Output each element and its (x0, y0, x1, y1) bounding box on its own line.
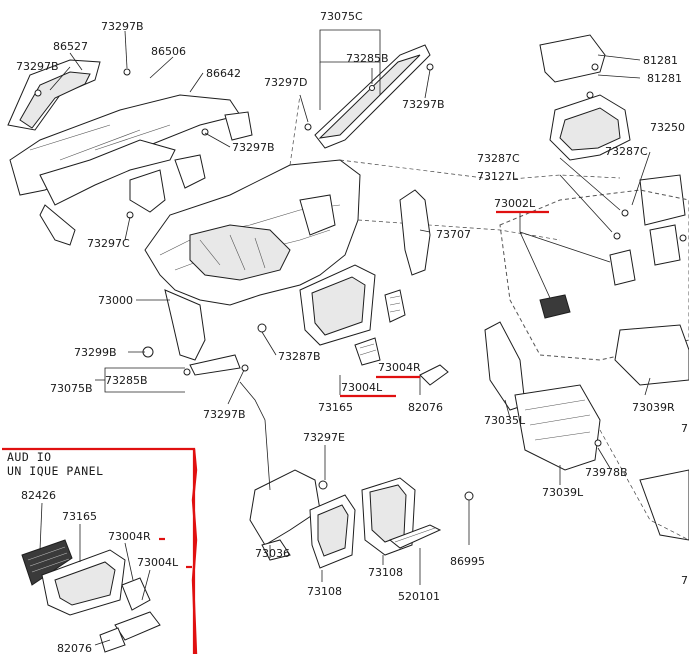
callout-73297D: 73297D (264, 76, 307, 89)
inset-callout-82426: 82426 (21, 489, 56, 502)
callout-73036: 73036 (255, 547, 290, 560)
callout-73035L: 73035L (484, 414, 526, 427)
callout-73000: 73000 (98, 294, 133, 307)
leader-lines (49, 29, 651, 585)
duct-assembly (7, 59, 253, 246)
callout-73127L: 73127L (477, 170, 519, 183)
callout-73285B: 73285B (346, 52, 389, 65)
inset-callout-73004R: 73004R (108, 530, 151, 543)
callout-73004L: 73004L (341, 381, 383, 394)
callout-86527: 86527 (53, 40, 88, 53)
callout-73297B: 73297B (101, 20, 144, 33)
callout-73297C: 73297C (87, 237, 130, 250)
callout-edge-7: 7 (681, 422, 688, 435)
callout-73287B: 73287B (278, 350, 321, 363)
callout-82076: 82076 (408, 401, 443, 414)
callout-73297E: 73297E (303, 431, 345, 444)
callout-73297B: 73297B (232, 141, 275, 154)
callout-73250: 73250 (650, 121, 685, 134)
inset-callout-82076: 82076 (57, 642, 92, 654)
callout-73004R: 73004R (378, 361, 421, 374)
callout-73707: 73707 (436, 228, 471, 241)
callout-labels: 73297B 86527 86506 73297B 86642 73297B 7… (16, 10, 688, 603)
lower-cover (514, 384, 601, 471)
meter-hood-area (499, 34, 689, 386)
callout-73002L: 73002L (494, 197, 536, 210)
audio-unique-panel-inset: AUD IO UN IQUE PANEL 82426 73165 73004R … (2, 447, 198, 654)
trim-rail (304, 44, 434, 149)
instrument-panel (144, 159, 361, 361)
callout-73075C: 73075C (320, 10, 363, 23)
callout-73108: 73108 (307, 585, 342, 598)
side-trim-panel (399, 189, 431, 276)
callout-73978B: 73978B (585, 466, 628, 479)
callout-81281: 81281 (647, 72, 682, 85)
callout-520101: 520101 (398, 590, 440, 603)
callout-73299B: 73299B (74, 346, 117, 359)
lower-center-parts (249, 469, 474, 569)
callout-73165: 73165 (318, 401, 353, 414)
callout-73039L: 73039L (542, 486, 584, 499)
callout-86642: 86642 (206, 67, 241, 80)
inset-callout-73165: 73165 (62, 510, 97, 523)
callout-81281: 81281 (643, 54, 678, 67)
callout-73287C: 73287C (477, 152, 520, 165)
callout-73039R: 73039R (632, 401, 675, 414)
inset-callout-73004L: 73004L (137, 556, 179, 569)
callout-73297B: 73297B (203, 408, 246, 421)
callout-86506: 86506 (151, 45, 186, 58)
callout-73285B: 73285B (105, 374, 148, 387)
inset-title-line1: AUD IO (7, 450, 52, 464)
callout-73287C: 73287C (605, 145, 648, 158)
callout-73297B: 73297B (16, 60, 59, 73)
callout-73108: 73108 (368, 566, 403, 579)
callout-73075B: 73075B (50, 382, 93, 395)
callout-86995: 86995 (450, 555, 485, 568)
callout-edge-7: 7 (681, 574, 688, 587)
center-bezel (299, 264, 449, 386)
callout-73297B: 73297B (402, 98, 445, 111)
inset-title-line2: UN IQUE PANEL (7, 464, 104, 478)
